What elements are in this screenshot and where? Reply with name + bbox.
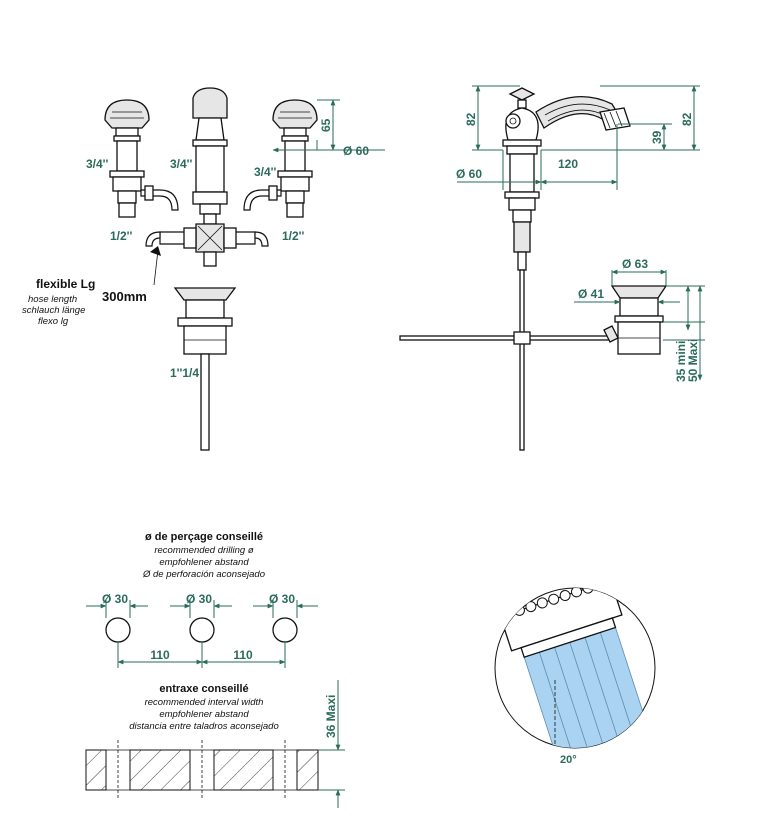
- hose-es: flexo lg: [38, 316, 69, 327]
- interval-section: entraxe conseillé recommended interval w…: [85, 680, 345, 808]
- outlet-right: 1/2'': [282, 229, 305, 243]
- hole-dim-2: Ø 30: [186, 592, 212, 606]
- interval-en: recommended interval width: [145, 697, 264, 708]
- waste-valve: [173, 287, 237, 451]
- side-dim-82-left: 82: [464, 112, 478, 126]
- spacing-1: 110: [150, 648, 170, 662]
- angle-label: 20°: [560, 754, 577, 766]
- side-rod: [399, 325, 619, 345]
- hose-en: hose length: [28, 294, 77, 305]
- side-dim-d41: Ø 41: [578, 287, 604, 301]
- drilling-es: Ø de perforación aconsejado: [142, 569, 265, 580]
- spacing-2: 110: [233, 648, 253, 662]
- drill-holes: [86, 600, 318, 668]
- side-waste: [610, 285, 668, 355]
- thread-center: 3/4'': [170, 157, 193, 171]
- drilling-de: empfohlener abstand: [159, 557, 249, 568]
- interval-title: entraxe conseillé: [159, 683, 248, 695]
- distributor: [145, 223, 269, 267]
- interval-de: empfohlener abstand: [159, 709, 249, 720]
- front-view: 65 Ø 60 3/4'' 3/4'' 3/4'' 1/2'' 1/2'' fl…: [22, 87, 385, 451]
- interval-es: distancia entre taladros aconsejado: [129, 721, 278, 732]
- thread-left: 3/4'': [86, 157, 109, 171]
- drilling-title: ø de perçage conseillé: [145, 531, 263, 543]
- front-dim-d60: Ø 60: [343, 144, 369, 158]
- hole-dim-3: Ø 30: [269, 592, 295, 606]
- center-spout: [192, 87, 228, 225]
- side-dimensions: [457, 85, 705, 381]
- side-dim-d63: Ø 63: [622, 257, 648, 271]
- side-view: 82 82 39 Ø 60 120 Ø 63 Ø 41 35 mini 50 M…: [399, 85, 705, 451]
- side-dim-120: 120: [558, 157, 578, 171]
- outlet-left: 1/2'': [110, 229, 133, 243]
- side-dim-d60: Ø 60: [456, 167, 482, 181]
- aerator-detail: 20°: [494, 587, 656, 766]
- side-dim-82-right: 82: [680, 112, 694, 126]
- interval-dim-36: 36 Maxi: [324, 695, 338, 738]
- side-tap-body: [502, 87, 631, 451]
- hose-length: 300mm: [102, 289, 147, 304]
- drilling-en: recommended drilling ø: [154, 545, 253, 556]
- side-dim-35-mini: 35 mini: [674, 341, 688, 382]
- waste-size: 1''1/4: [170, 366, 199, 380]
- countertop-section: [85, 680, 345, 808]
- side-dim-50-maxi: 50 Maxi: [686, 339, 700, 382]
- front-dimensions: [272, 99, 385, 153]
- drilling-section: ø de perçage conseillé recommended drill…: [86, 531, 318, 668]
- right-handle: [243, 99, 318, 218]
- left-handle: [104, 99, 179, 218]
- thread-right: 3/4'': [254, 165, 277, 179]
- hose-de: schlauch länge: [22, 305, 85, 316]
- hole-dim-1: Ø 30: [102, 592, 128, 606]
- side-dim-39: 39: [650, 130, 664, 144]
- front-dim-65: 65: [319, 118, 333, 132]
- hose-title: flexible Lg: [36, 277, 95, 291]
